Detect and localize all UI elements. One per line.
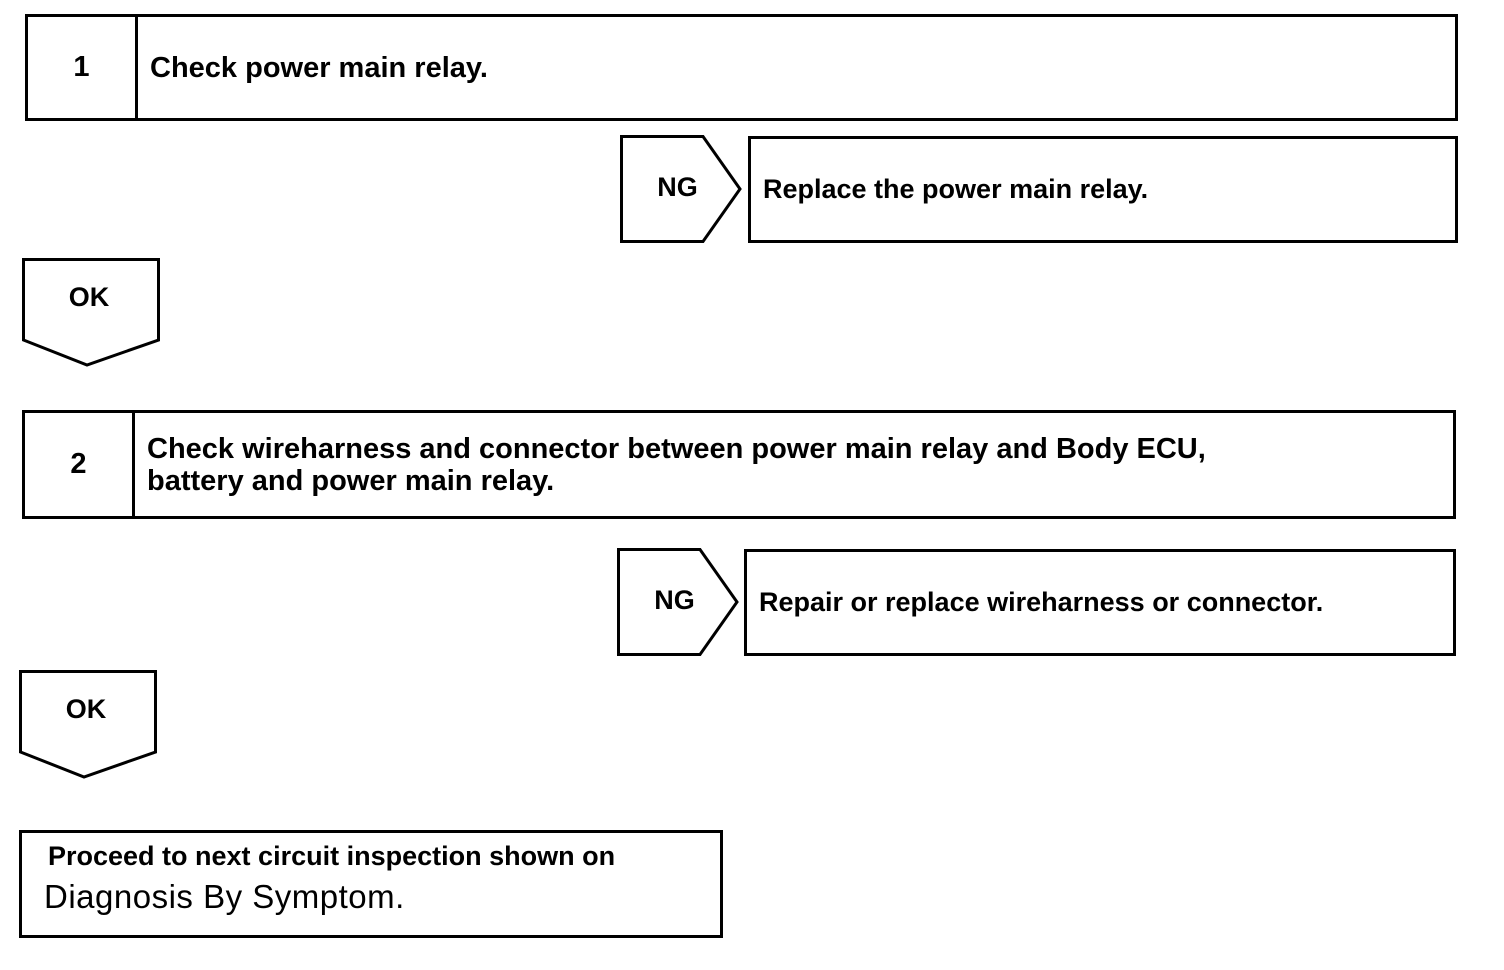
step-1-ng-label: NG: [657, 172, 698, 202]
ng-arrow-shape: [617, 548, 739, 656]
step-2-number: 2: [25, 413, 135, 516]
step-1-ok-label: OK: [68, 282, 110, 312]
step-1-ng-arrow: NG: [620, 135, 744, 243]
step-1-ok-arrow: OK: [22, 258, 160, 368]
ok-arrow-shape: [22, 258, 160, 367]
step-2-text: Check wireharness and connector between …: [135, 413, 1453, 516]
step-1-number: 1: [28, 17, 138, 118]
step-2-ng-arrow: NG: [617, 548, 741, 656]
step-2-ok-arrow: OK: [19, 670, 157, 780]
ng-arrow-shape: [620, 135, 742, 243]
ok-arrow-shape: [19, 670, 157, 779]
step-2-box: 2 Check wireharness and connector betwee…: [22, 410, 1456, 519]
final-line-1: Proceed to next circuit inspection shown…: [48, 841, 616, 871]
step-1-box: 1 Check power main relay.: [25, 14, 1458, 121]
final-instruction-box: Proceed to next circuit inspection shown…: [19, 830, 723, 938]
final-line-2-text: Diagnosis By Symptom: [44, 878, 396, 915]
step-2-text-line2: battery and power main relay.: [147, 464, 555, 497]
step-1-ng-action: Replace the power main relay.: [748, 136, 1458, 243]
step-2-ng-label: NG: [654, 585, 695, 615]
step-2-ng-action: Repair or replace wireharness or connect…: [744, 549, 1456, 656]
final-line-2-suffix: .: [395, 878, 405, 915]
final-line-2: Diagnosis By Symptom.: [44, 873, 720, 921]
step-2-ok-label: OK: [65, 694, 107, 724]
step-2-text-line1: Check wireharness and connector between …: [147, 432, 1206, 465]
step-1-text: Check power main relay.: [150, 51, 488, 84]
